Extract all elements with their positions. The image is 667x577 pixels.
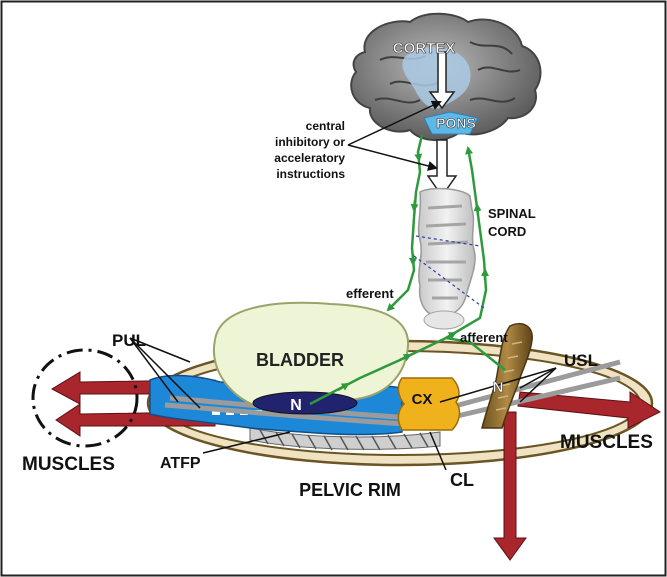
afferent-label: afferent (460, 330, 508, 345)
cortex-label: CORTEX (393, 40, 456, 57)
instructions-line-2: inhibitory or (275, 135, 345, 149)
pelvic-rim-label: PELVIC RIM (299, 480, 401, 500)
muscles-right-label: MUSCLES (560, 432, 653, 453)
atfp-label: ATFP (160, 455, 201, 472)
bladder-nucleus (253, 392, 357, 414)
cx-label: CX (412, 391, 433, 408)
instructions-line-3: acceleratory (274, 151, 345, 165)
spinal-cord-illustration (419, 189, 475, 329)
muscles-left-label: MUSCLES (22, 454, 115, 475)
pul-label: PUL (112, 331, 146, 350)
cl-label: CL (450, 470, 474, 490)
instructions-line-4: instructions (276, 167, 345, 181)
cord-label: CORD (488, 224, 526, 239)
n-right-label: N (493, 379, 504, 396)
pons-label: PONS (436, 115, 476, 131)
instructions-line-1: central (306, 119, 345, 133)
n-left-label: N (290, 397, 302, 414)
spinal-label: SPINAL (488, 206, 536, 221)
bladder-label: BLADDER (256, 350, 344, 370)
efferent-label: efferent (346, 286, 394, 301)
left-muscle-highlight-circle (33, 350, 137, 446)
usl-label: USL (564, 351, 598, 370)
